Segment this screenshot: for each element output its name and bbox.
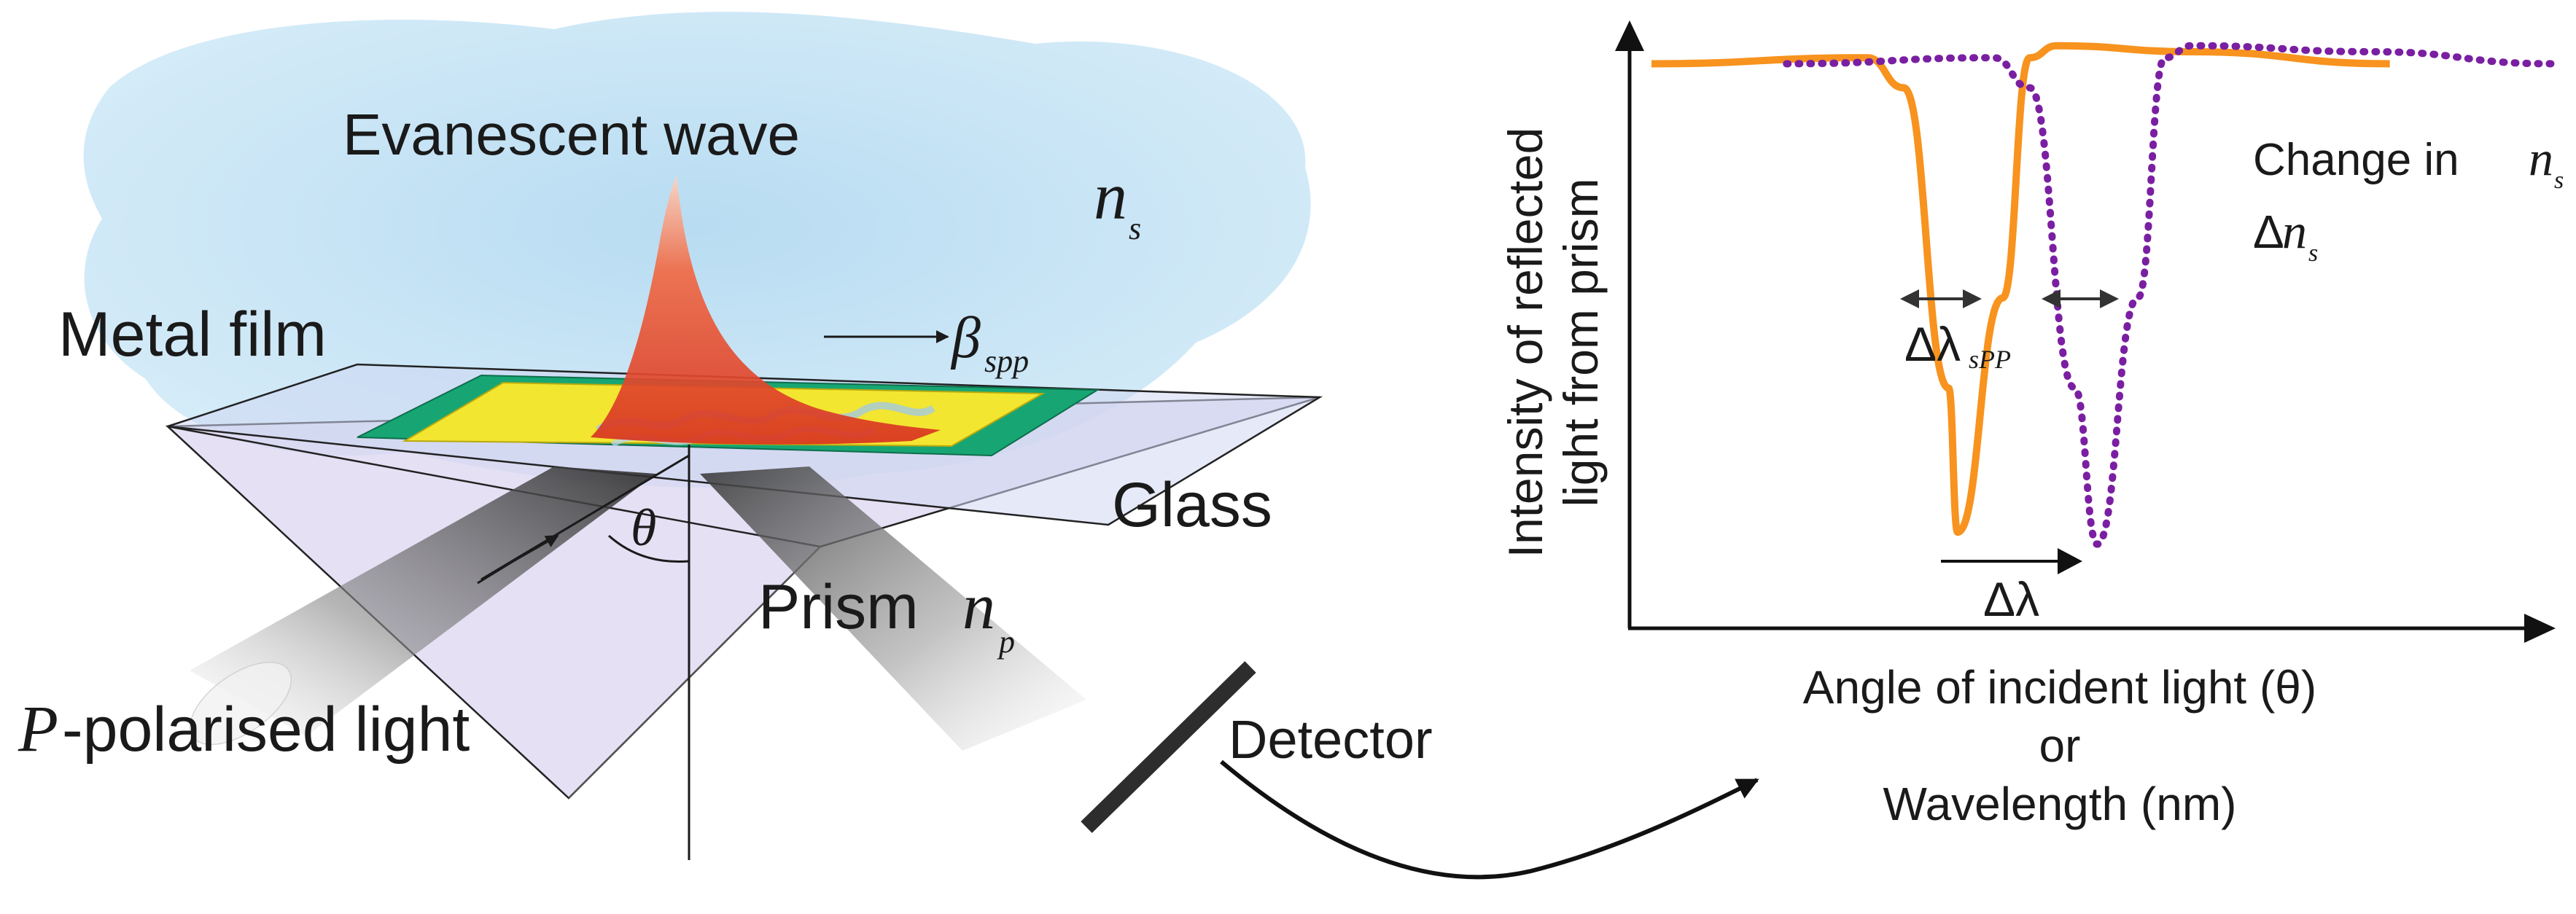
curves bbox=[1651, 42, 2556, 548]
spp-sub: spp bbox=[984, 343, 1029, 379]
fwhm-label: Δλ sPP bbox=[1904, 317, 2011, 374]
x-axis-label-line3: Wavelength (nm) bbox=[1883, 778, 2237, 830]
delta-ns-label: Δ n s bbox=[2253, 203, 2318, 267]
reflected-beam bbox=[700, 466, 1086, 751]
sample-index-label: n s bbox=[1094, 159, 1141, 246]
sample-index-sub: s bbox=[1129, 211, 1141, 246]
evanescent-wave-label: Evanescent wave bbox=[343, 102, 800, 167]
x-axis-arrowhead bbox=[2524, 614, 2556, 643]
prism-edge bbox=[167, 425, 821, 548]
polarised-light-label: P -polarised light bbox=[17, 693, 470, 765]
spp-symbol: β bbox=[950, 306, 981, 370]
sample-index-symbol: n bbox=[1094, 159, 1127, 233]
shift-label: Δλ bbox=[1983, 572, 2039, 626]
y-axis-arrowhead bbox=[1615, 20, 1644, 51]
incident-beam-end bbox=[189, 661, 292, 746]
polarised-text: -polarised light bbox=[62, 695, 470, 765]
fwhm-sub: sPP bbox=[1969, 345, 2011, 374]
theta-label: θ bbox=[631, 499, 656, 557]
dotted-curve bbox=[1783, 42, 2556, 548]
prism-index-sub: p bbox=[997, 624, 1015, 660]
detector bbox=[1081, 661, 1256, 833]
resonance-graph: Intensity of reflected light from prism … bbox=[1498, 20, 2564, 830]
change-text: Change in bbox=[2253, 135, 2459, 185]
delta-ns-prefix: Δ bbox=[2253, 206, 2284, 258]
prism-text: Prism bbox=[758, 572, 919, 642]
change-symbol: n bbox=[2529, 130, 2553, 186]
change-sub: s bbox=[2554, 167, 2564, 194]
y-axis-label-line2: light from prism bbox=[1554, 178, 1608, 507]
y-axis-label: Intensity of reflected light from prism bbox=[1498, 128, 1608, 558]
prism-edge bbox=[568, 546, 821, 799]
prism-label: Prism n p bbox=[758, 571, 1015, 660]
polarisation-arrow-tail bbox=[477, 552, 526, 585]
signal-arrow bbox=[1220, 759, 1759, 880]
angle-arc bbox=[608, 534, 690, 563]
delta-ns-symbol: n bbox=[2282, 203, 2307, 259]
incident-beam bbox=[190, 466, 656, 736]
spp-label: β spp bbox=[950, 306, 1029, 379]
x-axis-label-line1: Angle of incident light (θ) bbox=[1803, 661, 2316, 714]
delta-ns-sub: s bbox=[2308, 240, 2318, 267]
x-axis-label-line2: or bbox=[2039, 719, 2081, 772]
solid-curve bbox=[1651, 42, 2390, 536]
y-axis-label-line1: Intensity of reflected bbox=[1498, 128, 1552, 558]
shift-arrow bbox=[1941, 548, 2082, 574]
fwhm-arrow-dotted bbox=[2042, 289, 2119, 308]
prism-index-symbol: n bbox=[962, 571, 995, 643]
fwhm-arrow-solid bbox=[1900, 289, 1982, 308]
detector-label: Detector bbox=[1229, 709, 1433, 770]
fwhm-text: Δλ bbox=[1904, 317, 1961, 371]
metal-film-label: Metal film bbox=[58, 300, 327, 370]
glass-label: Glass bbox=[1112, 470, 1272, 540]
change-label: Change in n s bbox=[2253, 130, 2564, 194]
evanescent-wave bbox=[591, 175, 941, 445]
polarised-prefix: P bbox=[17, 693, 58, 765]
